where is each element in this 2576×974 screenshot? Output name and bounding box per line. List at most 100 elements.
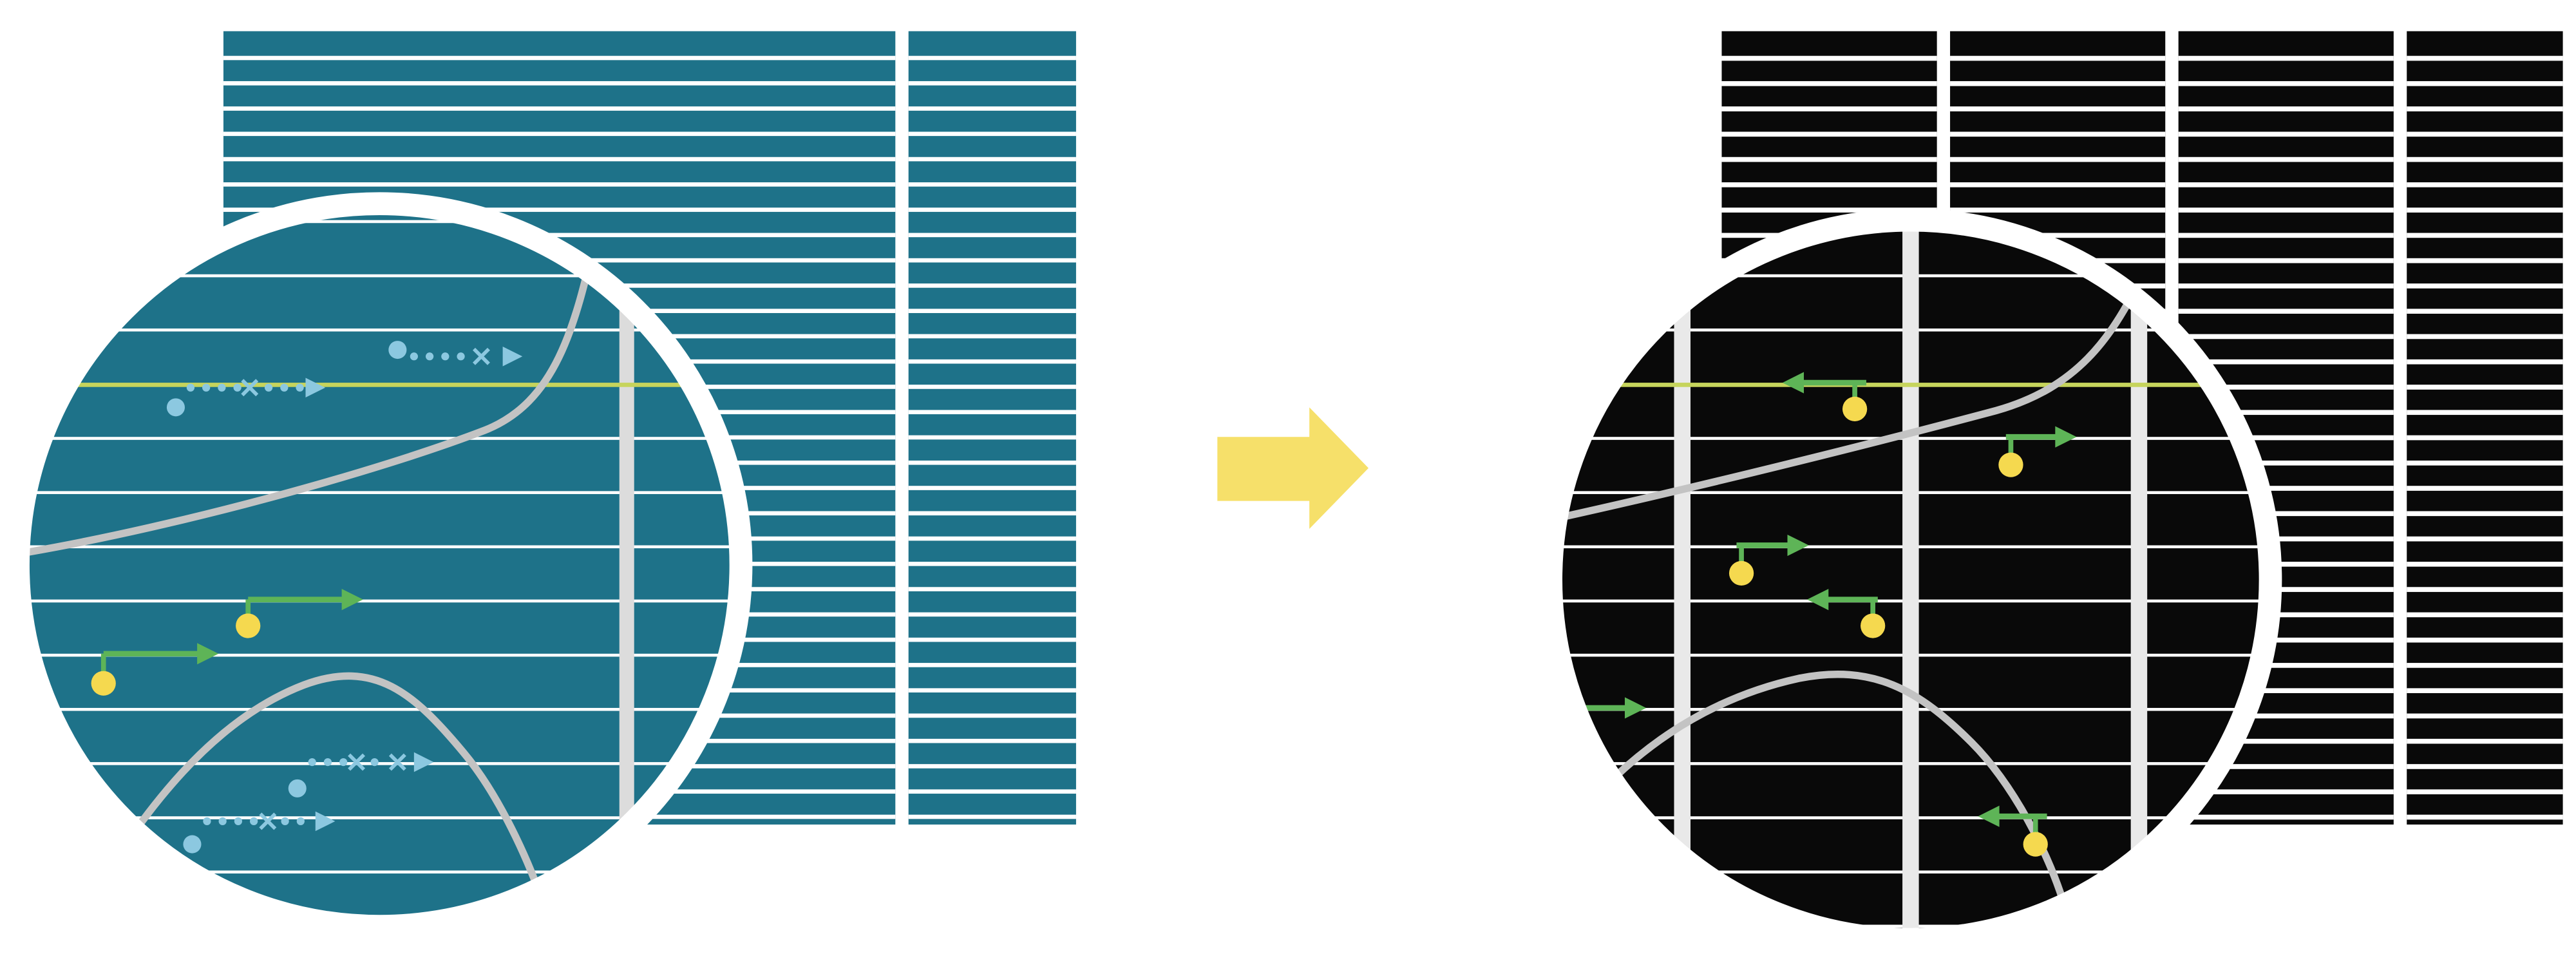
collected-carrier	[1728, 534, 1809, 586]
trail-dot	[218, 383, 226, 392]
finger-line	[908, 359, 1076, 364]
finger-line	[2178, 81, 2394, 86]
magnified-busbar	[619, 213, 634, 917]
finger-line	[908, 764, 1076, 769]
finger-line	[908, 688, 1076, 692]
magnified-finger-line	[28, 707, 732, 711]
carrier-dot	[1861, 613, 1886, 638]
finger-line	[2407, 460, 2563, 466]
finger-line	[908, 511, 1076, 516]
finger-line	[2178, 738, 2394, 744]
grain-boundary-curve	[81, 672, 551, 917]
trail-dot	[410, 352, 418, 361]
highlighted-finger-line	[1560, 383, 2261, 387]
trail-dot	[281, 817, 289, 825]
magnifier-content	[28, 213, 732, 917]
finger-line	[223, 81, 896, 86]
finger-line	[223, 157, 896, 162]
finger-line	[1721, 131, 1937, 137]
magnified-finger-line	[28, 762, 732, 765]
finger-line	[908, 182, 1076, 187]
carrier-dot	[1842, 396, 1868, 422]
trail-dot	[441, 352, 450, 361]
magnified-finger-line	[28, 870, 732, 874]
finger-line	[2407, 309, 2563, 314]
finger-line	[2407, 688, 2563, 693]
trail-dot	[264, 383, 273, 392]
finger-line	[2407, 131, 2563, 137]
recombination-cross	[388, 753, 406, 771]
finger-line	[2178, 713, 2394, 719]
finger-line	[2407, 359, 2563, 365]
finger-line	[908, 663, 1076, 667]
grain-boundary-curve	[1560, 278, 2143, 521]
trail-dot	[250, 817, 258, 825]
finger-line	[2407, 713, 2563, 719]
finger-line	[908, 486, 1076, 490]
finger-line	[908, 410, 1076, 415]
collected-carrier	[1998, 426, 2077, 477]
finger-line	[2178, 814, 2394, 820]
finger-line	[2178, 309, 2394, 314]
carrier-dot	[1728, 560, 1754, 586]
finger-line	[2407, 233, 2563, 238]
trail-dot	[339, 758, 348, 767]
finger-line	[2407, 207, 2563, 213]
blocked-carrier	[166, 377, 326, 417]
finger-line	[2178, 55, 2394, 61]
finger-line	[908, 562, 1076, 566]
finger-line	[2407, 435, 2563, 441]
finger-line	[2178, 587, 2394, 592]
transition-arrow	[1217, 407, 1368, 530]
finger-line	[908, 309, 1076, 313]
finger-line	[2178, 207, 2394, 213]
blocked-carrier-dot	[288, 779, 307, 797]
finger-line	[908, 536, 1076, 541]
finger-line	[223, 207, 896, 212]
finger-line	[908, 637, 1076, 642]
finger-line	[1950, 131, 2166, 137]
collected-carrier	[91, 643, 219, 696]
collected-carrier	[1807, 589, 1886, 638]
right-magnifier	[1539, 208, 2282, 951]
trail-dot	[203, 817, 211, 825]
blocked-carrier-arrowhead	[305, 377, 326, 398]
highlighted-finger-line	[28, 383, 732, 387]
collected-carrier	[1978, 805, 2048, 857]
blocked-carrier-arrowhead	[315, 811, 336, 832]
finger-line	[2407, 182, 2563, 187]
finger-line	[908, 612, 1076, 617]
finger-line	[223, 233, 896, 238]
finger-line	[1950, 106, 2166, 111]
trail-dot	[370, 758, 379, 767]
trail-dot	[323, 758, 332, 767]
finger-line	[1721, 81, 1937, 86]
trail-dot	[296, 383, 304, 392]
finger-line	[2178, 789, 2394, 795]
finger-line	[2407, 258, 2563, 263]
finger-line	[223, 106, 896, 111]
recombination-cross	[472, 347, 490, 365]
carrier-dot	[91, 671, 116, 696]
carrier-dot	[236, 613, 261, 638]
carrier-arrowhead	[2055, 426, 2077, 448]
blocked-carrier	[388, 341, 523, 367]
magnified-finger-line	[28, 220, 732, 224]
finger-line	[908, 55, 1076, 61]
finger-line	[2407, 511, 2563, 517]
finger-line	[2407, 814, 2563, 820]
blocked-carrier-dot	[166, 398, 185, 417]
finger-line	[2407, 738, 2563, 744]
finger-line	[2407, 637, 2563, 643]
finger-line	[908, 385, 1076, 389]
trail-dot	[234, 817, 243, 825]
finger-line	[908, 106, 1076, 111]
recombination-cross	[348, 753, 366, 771]
magnified-finger-line	[28, 816, 732, 819]
blocked-carrier-arrowhead	[502, 346, 523, 367]
finger-line	[2407, 536, 2563, 542]
finger-line	[2407, 764, 2563, 769]
finger-line	[2407, 663, 2563, 668]
finger-line	[2178, 435, 2394, 441]
